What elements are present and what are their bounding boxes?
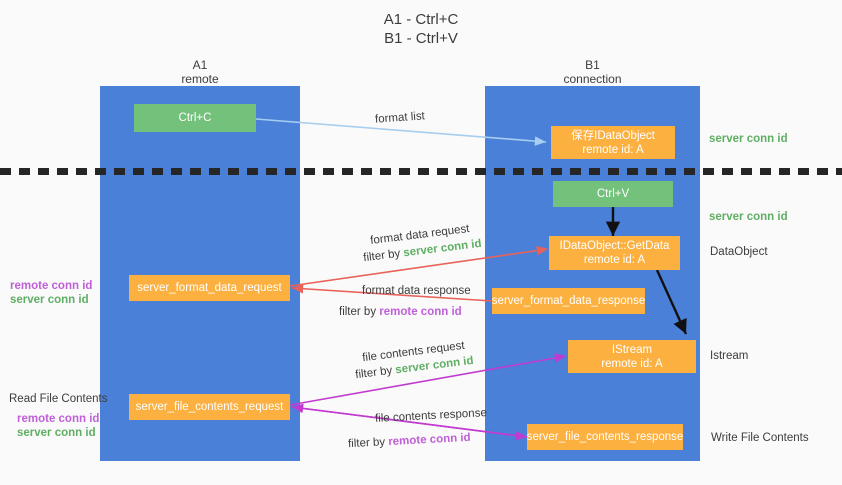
lane-b1-sub: connection <box>563 72 622 86</box>
flow-label-format-list: format list <box>374 110 426 126</box>
box-ctrl-c-label: Ctrl+C <box>178 112 212 124</box>
box-getdata-line1: IDataObject::GetData <box>559 240 670 252</box>
flow-label-format-data-response: format data response <box>362 285 471 297</box>
title-line-1: A1 - Ctrl+C <box>383 11 459 28</box>
title-line-2: B1 - Ctrl+V <box>384 30 458 47</box>
left-label-server-conn-id-mid: server conn id <box>10 294 89 306</box>
box-server-format-data-response-label: server_format_data_response <box>491 295 646 307</box>
filter-key-remote-conn-id: remote conn id <box>387 431 471 449</box>
right-label-dataobject: DataObject <box>710 246 768 258</box>
page-title: A1 - Ctrl+C B1 - Ctrl+V <box>0 10 842 48</box>
box-save-idataobject-line1: 保存IDataObject <box>571 129 655 142</box>
flow-label-file-contents-response: file contents response <box>374 407 488 425</box>
right-label-write-file-contents: Write File Contents <box>711 432 809 444</box>
box-ctrl-v-label: Ctrl+V <box>596 188 630 200</box>
box-getdata-line2: remote id: A <box>583 254 646 266</box>
box-ctrl-c[interactable]: Ctrl+C <box>134 104 256 132</box>
flow-label-file-contents-response-filter: filter by remote conn id <box>348 431 471 451</box>
box-server-format-data-request[interactable]: server_format_data_request <box>129 275 290 301</box>
left-label-remote-conn-id-bottom: remote conn id <box>17 413 100 425</box>
box-server-file-contents-response-label: server_file_contents_response <box>526 431 684 443</box>
box-server-file-contents-request[interactable]: server_file_contents_request <box>129 394 290 420</box>
phase-divider <box>0 168 842 175</box>
filter-prefix: filter by <box>354 364 397 382</box>
box-server-file-contents-request-label: server_file_contents_request <box>135 401 284 413</box>
flow-label-format-data-response-filter: filter by remote conn id <box>339 305 462 319</box>
lane-header-a1: A1 remote <box>100 58 300 86</box>
left-label-server-conn-id-bottom: server conn id <box>17 427 96 439</box>
box-server-format-data-request-label: server_format_data_request <box>137 282 282 294</box>
right-label-server-conn-id-top: server conn id <box>709 133 788 145</box>
box-istream-line2: remote id: A <box>601 357 663 370</box>
box-istream[interactable]: IStream remote id: A <box>568 340 696 373</box>
filter-prefix: filter by <box>339 306 380 318</box>
box-save-idataobject[interactable]: 保存IDataObject remote id: A <box>551 126 675 159</box>
box-idataobject-getdata[interactable]: IDataObject::GetData remote id: A <box>549 236 680 270</box>
right-label-server-conn-id-mid: server conn id <box>709 211 788 223</box>
right-label-istream: Istream <box>710 350 749 362</box>
box-ctrl-v[interactable]: Ctrl+V <box>553 181 673 207</box>
lane-header-b1: B1 connection <box>485 58 700 86</box>
left-label-read-file-contents: Read File Contents <box>9 393 108 405</box>
filter-key-remote-conn-id: remote conn id <box>379 306 462 318</box>
filter-prefix: filter by <box>362 247 405 265</box>
box-server-format-data-response[interactable]: server_format_data_response <box>492 288 645 314</box>
left-label-remote-conn-id-mid: remote conn id <box>10 280 93 292</box>
filter-prefix: filter by <box>347 436 389 451</box>
box-server-file-contents-response[interactable]: server_file_contents_response <box>527 424 683 450</box>
lane-a1-sub: remote <box>181 72 219 86</box>
box-istream-line1: IStream <box>611 343 653 356</box>
box-save-idataobject-line2: remote id: A <box>582 143 644 156</box>
lane-b1-name: B1 <box>585 58 600 72</box>
lane-a1-name: A1 <box>192 58 208 72</box>
